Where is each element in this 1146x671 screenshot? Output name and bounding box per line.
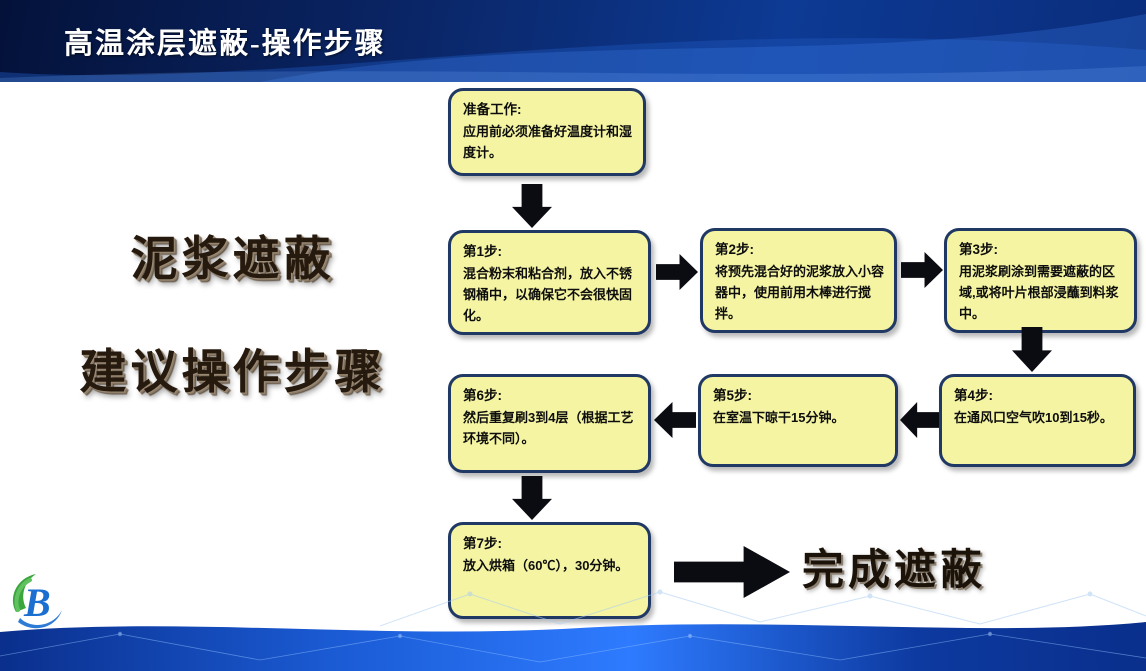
arrow-left-icon (654, 402, 696, 438)
flow-box-title: 第2步: (715, 242, 755, 257)
flow-box-step4: 第4步: 在通风口空气吹10到15秒。 (939, 374, 1136, 467)
flow-box-body: 在室温下晾干15分钟。 (713, 409, 845, 425)
arrow-right-icon (901, 252, 943, 288)
header-band (0, 0, 1146, 82)
svg-text:B: B (23, 580, 51, 625)
arrow-left-icon (900, 402, 939, 438)
flow-box-body: 应用前必须准备好温度计和湿度计。 (463, 123, 633, 160)
result-label: 完成遮蔽 (802, 546, 987, 593)
flow-box-step6: 第6步: 然后重复刷3到4层（根据工艺环境不同）。 (448, 374, 651, 473)
flow-box-title: 第4步: (954, 388, 994, 403)
flow-box-body: 混合粉末和粘合剂，放入不锈钢桶中，以确保它不会很快固化。 (463, 265, 633, 323)
flow-box-title: 准备工作: (463, 102, 522, 117)
flow-box-title: 第3步: (959, 242, 999, 257)
yb-logo: B (12, 574, 62, 629)
left-heading-line1: 泥浆遮蔽 (130, 232, 335, 285)
flow-box-title: 第6步: (463, 388, 503, 403)
flow-box-body: 在通风口空气吹10到15秒。 (954, 409, 1113, 425)
flow-box-step3: 第3步: 用泥浆刷涂到需要遮蔽的区域,或将叶片根部浸蘸到料浆中。 (944, 228, 1137, 333)
flow-box-step1: 第1步: 混合粉末和粘合剂，放入不锈钢桶中，以确保它不会很快固化。 (448, 230, 651, 335)
page-title: 高温涂层遮蔽-操作步骤 (64, 28, 386, 60)
arrow-down-icon (1012, 327, 1052, 372)
arrow-down-icon (512, 184, 552, 228)
flow-box-step5: 第5步: 在室温下晾干15分钟。 (698, 374, 898, 467)
flow-box-prep: 准备工作: 应用前必须准备好温度计和湿度计。 (448, 88, 646, 176)
flow-box-title: 第7步: (463, 536, 503, 551)
arrow-right-icon (656, 254, 698, 290)
flow-box-body: 将预先混合好的泥浆放入小容器中，使用前用木棒进行搅拌。 (715, 263, 885, 321)
flow-box-body: 放入烘箱（60℃），30分钟。 (463, 557, 629, 573)
header-swoosh-decor (0, 14, 1146, 82)
flow-box-step7: 第7步: 放入烘箱（60℃），30分钟。 (448, 522, 651, 619)
left-heading-line2: 建议操作步骤 (79, 345, 386, 398)
left-heading: 泥浆遮蔽 建议操作步骤 (35, 220, 430, 402)
flow-box-body: 用泥浆刷涂到需要遮蔽的区域,或将叶片根部浸蘸到料浆中。 (959, 263, 1119, 321)
arrow-big-right-icon (674, 546, 790, 598)
flow-box-body: 然后重复刷3到4层（根据工艺环境不同）。 (463, 409, 634, 446)
flow-box-step2: 第2步: 将预先混合好的泥浆放入小容器中，使用前用木棒进行搅拌。 (700, 228, 897, 333)
flow-box-title: 第5步: (713, 388, 753, 403)
arrow-down-icon (512, 476, 552, 520)
flow-box-title: 第1步: (463, 244, 503, 259)
